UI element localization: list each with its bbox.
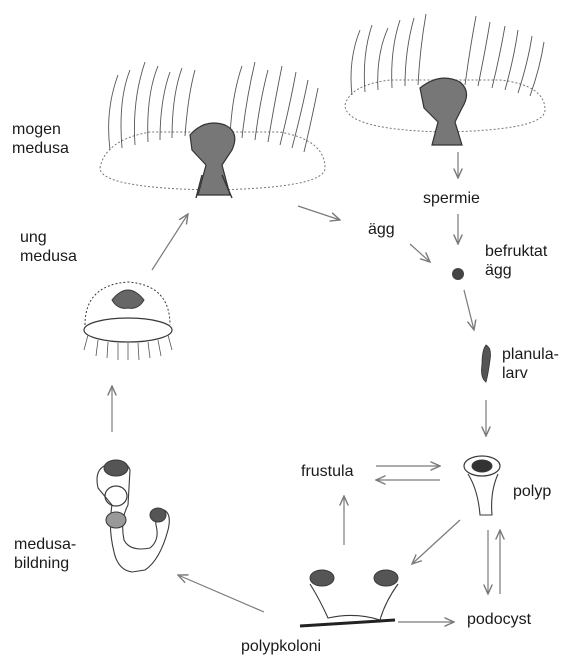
- label-young-medusa-line2: medusa: [20, 247, 77, 266]
- label-mature-medusa-line2: medusa: [12, 139, 69, 158]
- cycle-arrows: [112, 152, 500, 622]
- arrow-polyp-to-colony: [412, 520, 460, 564]
- label-fertilized-egg-line2: ägg: [485, 261, 547, 280]
- polyp-illustration: [464, 456, 500, 515]
- label-fertilized-egg: befruktat ägg: [485, 242, 547, 280]
- label-young-medusa: ung medusa: [20, 228, 77, 266]
- label-sperm: spermie: [423, 189, 480, 208]
- arrow-egg-to-fertilized: [410, 244, 430, 262]
- label-frustula: frustula: [301, 462, 353, 481]
- label-planula-line1: planula-: [502, 345, 559, 364]
- label-mature-medusa-line1: mogen: [12, 120, 69, 139]
- label-planula-line2: larv: [502, 364, 559, 383]
- label-medusa-budding-line1: medusa-: [14, 535, 76, 554]
- medusa-budding-illustration: [97, 460, 169, 572]
- label-medusa-budding: medusa- bildning: [14, 535, 76, 573]
- arrow-colony-to-budding: [178, 575, 264, 612]
- polyp-colony-illustration: [300, 570, 398, 626]
- planula-larva-illustration: [482, 345, 491, 382]
- label-polyp: polyp: [513, 482, 551, 501]
- mature-medusa-illustration: [100, 62, 325, 198]
- mature-male-medusa-illustration: [345, 14, 545, 145]
- arrow-medusa-to-egg: [298, 206, 340, 220]
- label-egg: ägg: [368, 220, 395, 239]
- arrow-young-to-mature: [152, 214, 188, 270]
- label-podocyst: podocyst: [467, 610, 531, 629]
- label-mature-medusa: mogen medusa: [12, 120, 69, 158]
- label-polyp-colony: polypkoloni: [241, 637, 321, 656]
- arrow-fertilized-to-planula: [464, 290, 474, 330]
- label-fertilized-egg-line1: befruktat: [485, 242, 547, 261]
- label-young-medusa-line1: ung: [20, 228, 77, 247]
- label-planula: planula- larv: [502, 345, 559, 383]
- fertilized-egg-illustration: [452, 268, 464, 280]
- young-medusa-illustration: [84, 282, 172, 360]
- label-medusa-budding-line2: bildning: [14, 554, 76, 573]
